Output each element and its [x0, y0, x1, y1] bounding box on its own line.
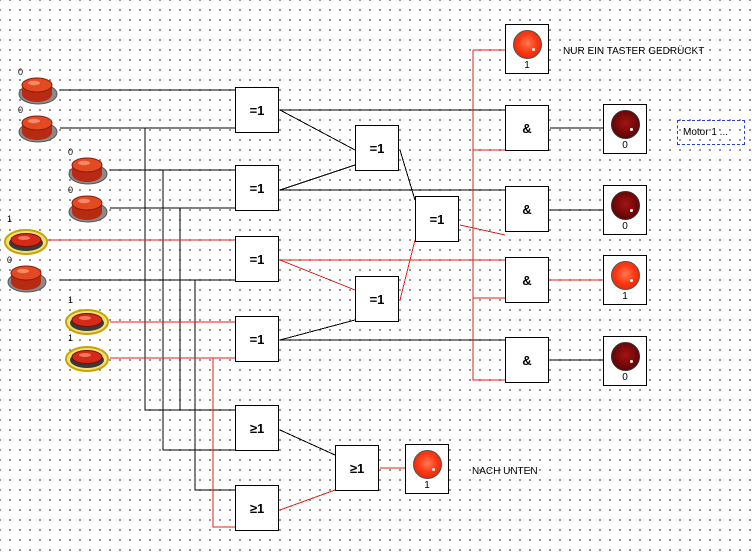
button-2-value: 0 [18, 105, 24, 115]
or-gate-2[interactable]: ≥1 [235, 485, 279, 531]
label-nur-ein-taster: NUR EIN TASTER GEDRÜCKT [563, 46, 705, 57]
lamp-and-2-value: 0 [622, 221, 628, 232]
lamp-and-4-value: 0 [622, 372, 628, 383]
and-gate-3[interactable]: & [505, 257, 549, 303]
lamp-top-indicator [513, 30, 542, 59]
push-button-6[interactable] [5, 260, 49, 300]
button-6-value: 0 [7, 255, 13, 265]
lamp-and-1-value: 0 [622, 140, 628, 151]
push-button-8-pressed[interactable] [65, 339, 109, 379]
xor-gate-7[interactable]: =1 [415, 196, 459, 242]
and-gate-2[interactable]: & [505, 186, 549, 232]
or-gate-1[interactable]: ≥1 [235, 405, 279, 451]
push-button-1[interactable] [16, 72, 60, 112]
xor-gate-1[interactable]: =1 [235, 87, 279, 133]
push-button-5-pressed[interactable] [4, 222, 48, 262]
xor-gate-3[interactable]: =1 [235, 236, 279, 282]
lamp-and-1: 0 [603, 104, 647, 154]
lamp-and-2: 0 [603, 185, 647, 235]
push-button-4[interactable] [66, 190, 110, 230]
push-button-3[interactable] [66, 152, 110, 192]
push-button-7-pressed[interactable] [65, 302, 109, 342]
lamp-and-4-indicator [611, 342, 640, 371]
button-5-value: 1 [7, 214, 13, 224]
lamp-and-3: 1 [603, 255, 647, 305]
button-3-value: 0 [68, 147, 74, 157]
button-4-value: 0 [68, 185, 74, 195]
and-gate-4[interactable]: & [505, 337, 549, 383]
motor-label: Motor 1 ... [683, 127, 729, 138]
or-gate-3[interactable]: ≥1 [335, 445, 379, 491]
xor-gate-6[interactable]: =1 [355, 276, 399, 322]
push-button-2[interactable] [16, 110, 60, 150]
motor-output[interactable]: Motor 1 ... [677, 120, 745, 145]
xor-gate-4[interactable]: =1 [235, 316, 279, 362]
xor-gate-5[interactable]: =1 [355, 125, 399, 171]
lamp-bottom-indicator [413, 450, 442, 479]
lamp-bottom-value: 1 [424, 480, 430, 491]
lamp-and-3-value: 1 [622, 291, 628, 302]
lamp-and-2-indicator [611, 191, 640, 220]
lamp-bottom: 1 [405, 444, 449, 494]
lamp-top-value: 1 [524, 60, 530, 71]
lamp-and-1-indicator [611, 110, 640, 139]
xor-gate-2[interactable]: =1 [235, 165, 279, 211]
lamp-and-4: 0 [603, 336, 647, 386]
lamp-and-3-indicator [611, 261, 640, 290]
button-1-value: 0 [18, 67, 24, 77]
label-nach-unten: NACH UNTEN [472, 466, 538, 477]
and-gate-1[interactable]: & [505, 105, 549, 151]
lamp-top: 1 [505, 24, 549, 74]
button-7-value: 1 [68, 295, 74, 305]
button-8-value: 1 [68, 333, 74, 343]
